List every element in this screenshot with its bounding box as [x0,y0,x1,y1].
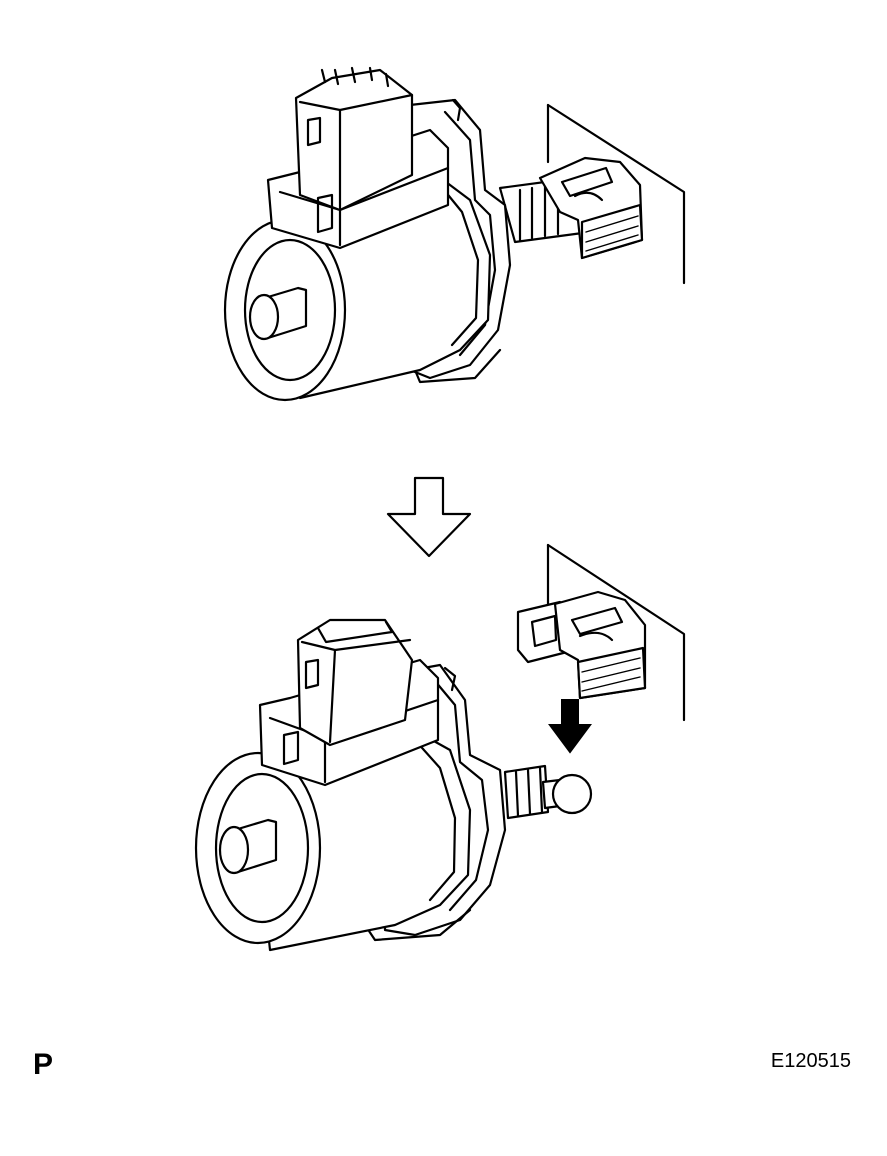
bottom-connector [516,590,647,700]
bottom-motor-body [194,618,507,952]
bottom-ball-stud [503,764,593,820]
figure-id: E120515 [770,1050,851,1072]
hollow-down-arrow-icon [386,476,472,558]
solid-down-arrow-icon [548,699,592,754]
top-connector [538,156,644,260]
bottom-wall-plate [546,543,686,722]
top-wall-plate [546,103,686,285]
bottom-assembly [194,543,686,952]
top-assembly [223,66,686,402]
top-motor-body [223,66,512,402]
corner-letter: P [33,1048,54,1081]
